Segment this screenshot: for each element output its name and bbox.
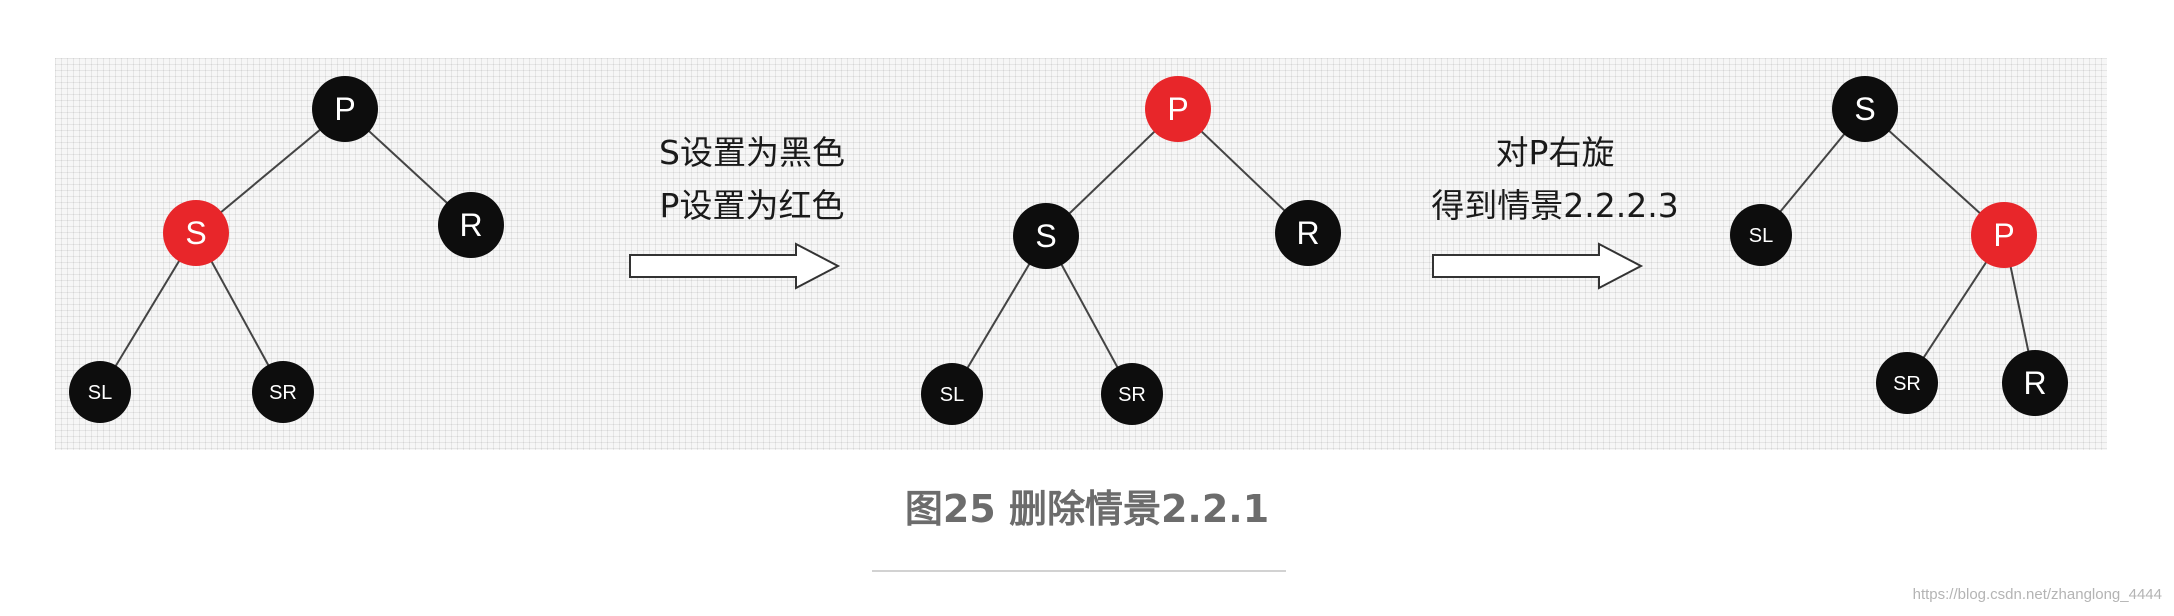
node-label: SR — [1118, 384, 1146, 406]
node-circle — [2002, 350, 2068, 416]
node-label: P — [1167, 91, 1188, 127]
tree-rotated: S SL P SR R — [1730, 76, 2068, 416]
node-circle — [69, 361, 131, 423]
node-r: R — [1275, 200, 1341, 266]
node-label: S — [1854, 91, 1875, 127]
node-label: SL — [1749, 225, 1773, 247]
node-label: S — [1035, 218, 1056, 254]
node-circle — [163, 200, 229, 266]
caption-divider — [872, 570, 1286, 572]
right-arrow-icon — [629, 242, 841, 290]
watermark: https://blog.csdn.net/zhanglong_4444 — [1912, 586, 2162, 603]
node-label: SR — [269, 382, 297, 404]
node-s: S — [163, 200, 229, 266]
node-circle — [1013, 203, 1079, 269]
node-label: P — [1993, 217, 2014, 253]
node-circle — [1730, 204, 1792, 266]
node-label: SR — [1893, 373, 1921, 395]
node-r: R — [2002, 350, 2068, 416]
node-label: R — [2023, 365, 2046, 401]
node-label: R — [1296, 215, 1319, 251]
node-circle — [1876, 352, 1938, 414]
node-s: S — [1832, 76, 1898, 142]
node-sl: SL — [1730, 204, 1792, 266]
node-circle — [1101, 363, 1163, 425]
node-label: P — [334, 91, 355, 127]
node-circle — [1832, 76, 1898, 142]
node-sl: SL — [921, 363, 983, 425]
node-circle — [921, 363, 983, 425]
node-label: SL — [940, 384, 964, 406]
figure-caption: 图25 删除情景2.2.1 — [904, 487, 1270, 531]
node-circle — [1145, 76, 1211, 142]
transition-label: 得到情景2.2.2.3 — [1431, 186, 1678, 225]
right-arrow-icon — [1432, 242, 1644, 290]
node-sr: SR — [252, 361, 314, 423]
transition-label: P设置为红色 — [660, 186, 845, 225]
node-p: P — [1971, 202, 2037, 268]
node-p: P — [312, 76, 378, 142]
node-circle — [1971, 202, 2037, 268]
node-r: R — [438, 192, 504, 258]
transition-label: S设置为黑色 — [659, 133, 845, 172]
node-label: R — [459, 207, 482, 243]
node-label: S — [185, 215, 206, 251]
node-sl: SL — [69, 361, 131, 423]
node-circle — [252, 361, 314, 423]
node-s: S — [1013, 203, 1079, 269]
node-circle — [1275, 200, 1341, 266]
node-sr: SR — [1876, 352, 1938, 414]
node-circle — [312, 76, 378, 142]
node-circle — [438, 192, 504, 258]
transition-label: 对P右旋 — [1496, 133, 1615, 172]
transition-1: S设置为黑色 P设置为红色 — [629, 133, 845, 290]
node-p: P — [1145, 76, 1211, 142]
node-sr: SR — [1101, 363, 1163, 425]
node-label: SL — [88, 382, 112, 404]
